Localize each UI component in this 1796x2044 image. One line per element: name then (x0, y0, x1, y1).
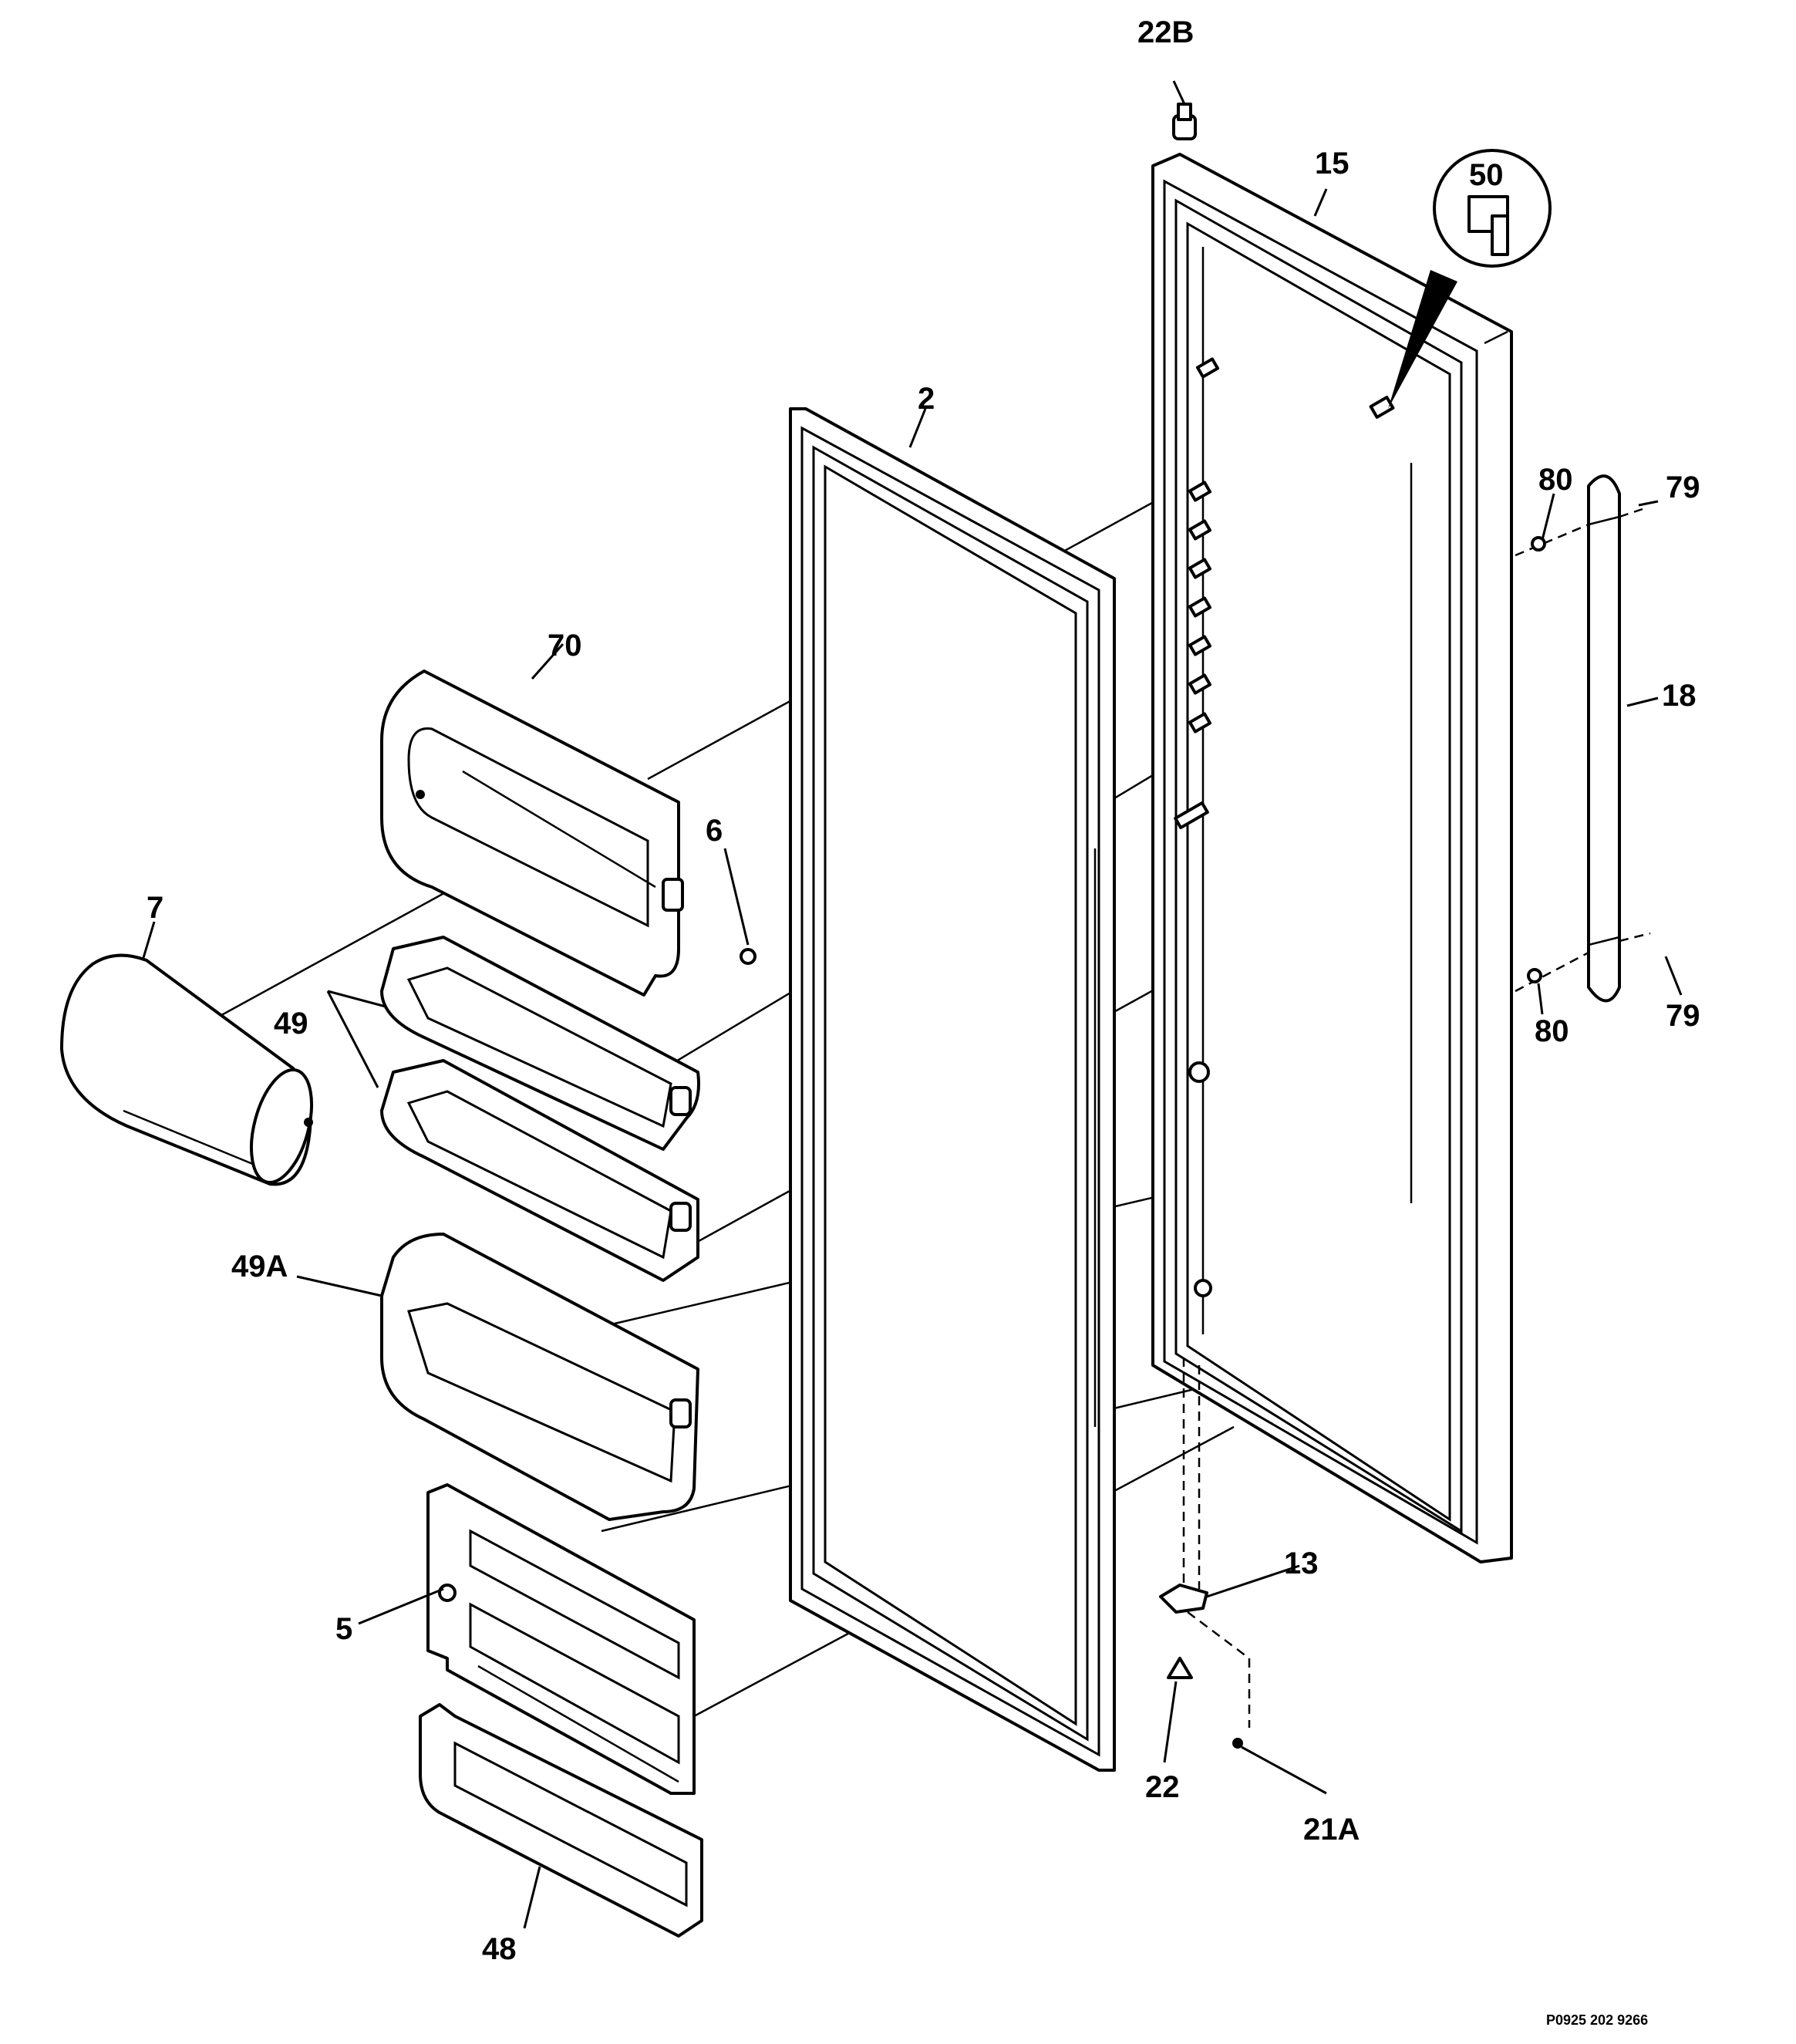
callout-22: 22 (1145, 1770, 1180, 1804)
door-handle (1587, 474, 1621, 1003)
callout-80-top: 80 (1538, 463, 1573, 497)
callout-6: 6 (706, 814, 723, 848)
callout-15: 15 (1315, 147, 1350, 180)
leader-lines (141, 188, 1683, 1929)
callout-79-bottom: 79 (1666, 999, 1700, 1033)
detail-callout-50 (1388, 149, 1552, 409)
door-bin-upper (380, 936, 700, 1151)
callout-79-top: 79 (1666, 471, 1700, 504)
drawing-code: P0925 202 9266 (1546, 2012, 1648, 2028)
callout-22b: 22B (1137, 15, 1194, 49)
callout-21a: 21A (1303, 1813, 1360, 1847)
part-callouts: 22B 15 50 2 80 79 18 70 6 7 49 80 79 49A… (147, 15, 1700, 2028)
door-rack (426, 1483, 696, 1795)
door-bin-deep (380, 1233, 699, 1521)
dairy-bin (380, 670, 684, 997)
door-shelf-clips (1174, 357, 1395, 1297)
callout-49a: 49A (231, 1250, 288, 1283)
handle-screws (1515, 508, 1651, 993)
callout-80-bottom: 80 (1535, 1014, 1569, 1048)
callout-50: 50 (1469, 158, 1504, 192)
egg-container (60, 953, 313, 1186)
callout-48: 48 (482, 1932, 517, 1966)
hinge-pin-top (1172, 80, 1197, 140)
callout-5: 5 (335, 1612, 352, 1646)
bottom-bin (419, 1703, 703, 1938)
bin-pin (740, 948, 756, 965)
callout-49: 49 (274, 1007, 308, 1041)
callout-70: 70 (548, 629, 582, 663)
door-outer-panel (1151, 153, 1513, 1563)
callout-2: 2 (918, 382, 935, 416)
door-gasket (789, 407, 1116, 1772)
door-bin-lower (380, 1059, 699, 1282)
callout-13: 13 (1284, 1546, 1319, 1580)
callout-18: 18 (1662, 679, 1697, 713)
callout-7: 7 (147, 891, 163, 925)
bottom-hinge-assembly (1159, 1358, 1251, 1749)
